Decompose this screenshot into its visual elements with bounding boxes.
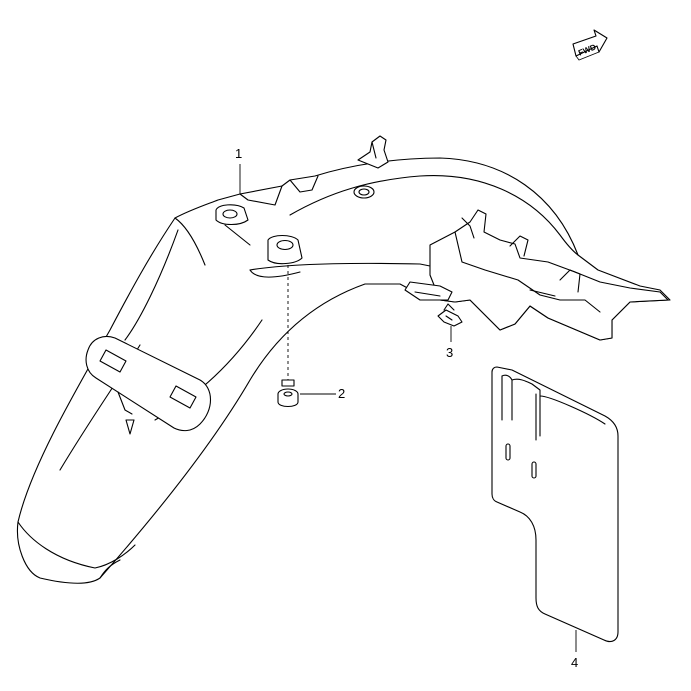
bolt-part bbox=[277, 265, 299, 408]
rear-fender bbox=[16, 135, 671, 584]
mud-flap-part bbox=[491, 366, 619, 643]
callout-2: 2 bbox=[338, 386, 346, 401]
callout-3: 3 bbox=[446, 345, 454, 360]
leader-lines bbox=[239, 164, 577, 652]
callout-4: 4 bbox=[571, 655, 579, 670]
clip-nut-part bbox=[437, 303, 463, 327]
fwd-arrow-icon: FWD bbox=[572, 29, 608, 61]
callout-1: 1 bbox=[235, 146, 243, 161]
